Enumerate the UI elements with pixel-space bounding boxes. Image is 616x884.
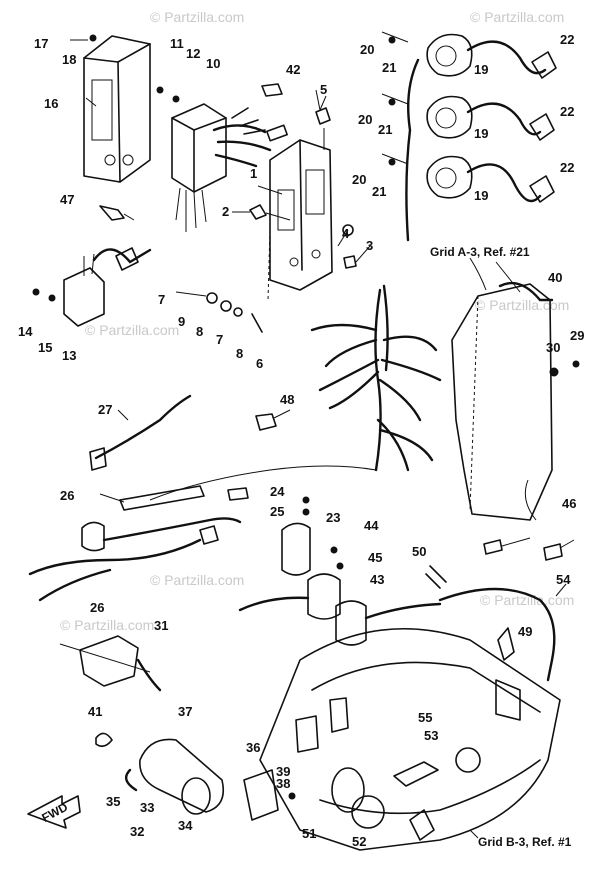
- callout-25: 25: [270, 504, 284, 519]
- callout-19: 19: [474, 126, 488, 141]
- watermark: © Partzilla.com: [85, 322, 179, 338]
- callout-8: 8: [196, 324, 203, 339]
- callout-22: 22: [560, 32, 574, 47]
- callout-43: 43: [370, 572, 384, 587]
- part-callouts: 17 18 16 11 12 10 42 5 1 2 4 3 47 7 9 8 …: [18, 32, 584, 849]
- callout-54: 54: [556, 572, 571, 587]
- watermark: © Partzilla.com: [60, 617, 154, 633]
- small-hardware: [206, 292, 263, 333]
- leader-lines: [70, 39, 567, 839]
- callout-34: 34: [178, 818, 193, 833]
- callout-55: 55: [418, 710, 432, 725]
- callout-48: 48: [280, 392, 294, 407]
- callout-35: 35: [106, 794, 120, 809]
- rectifier-assembly: [32, 83, 283, 327]
- callout-41: 41: [88, 704, 102, 719]
- watermark-layer: © Partzilla.com © Partzilla.com © Partzi…: [60, 9, 574, 633]
- callout-39: 39: [276, 764, 290, 779]
- grid-a-reference-panel: [451, 261, 580, 521]
- callout-11: 11: [170, 36, 184, 51]
- forward-direction-arrow: FWD: [27, 795, 81, 829]
- callout-3: 3: [366, 238, 373, 253]
- callout-10: 10: [206, 56, 220, 71]
- fwd-label: FWD: [39, 800, 70, 825]
- watermark: © Partzilla.com: [475, 297, 569, 313]
- watermark: © Partzilla.com: [480, 592, 574, 608]
- mounting-plate: [249, 107, 357, 301]
- callout-1: 1: [250, 166, 257, 181]
- relay-switches: [238, 496, 442, 646]
- callout-46: 46: [562, 496, 576, 511]
- callout-7: 7: [216, 332, 223, 347]
- callout-5: 5: [320, 82, 327, 97]
- callout-37: 37: [178, 704, 192, 719]
- callout-21: 21: [382, 60, 396, 75]
- callout-42: 42: [286, 62, 300, 77]
- callout-19: 19: [474, 188, 488, 203]
- callout-8: 8: [236, 346, 243, 361]
- callout-29: 29: [570, 328, 584, 343]
- callout-20: 20: [360, 42, 374, 57]
- callout-51: 51: [302, 826, 316, 841]
- leads-and-cables: [28, 394, 249, 602]
- callout-15: 15: [38, 340, 52, 355]
- callout-18: 18: [62, 52, 76, 67]
- callout-45: 45: [368, 550, 382, 565]
- watermark: © Partzilla.com: [150, 9, 244, 25]
- misc-connectors: [425, 537, 575, 661]
- callout-21: 21: [378, 122, 392, 137]
- callout-9: 9: [178, 314, 185, 329]
- callout-6: 6: [256, 356, 263, 371]
- callout-26: 26: [90, 600, 104, 615]
- wire-harness: [149, 284, 442, 501]
- watermark: © Partzilla.com: [150, 572, 244, 588]
- callout-32: 32: [130, 824, 144, 839]
- callout-20: 20: [358, 112, 372, 127]
- callout-22: 22: [560, 160, 574, 175]
- callout-33: 33: [140, 800, 154, 815]
- callout-30: 30: [546, 340, 560, 355]
- callout-4: 4: [342, 226, 350, 241]
- callout-21: 21: [372, 184, 386, 199]
- starter-assembly: [95, 697, 385, 829]
- grid-a-reference: Grid A-3, Ref. #21: [430, 245, 530, 259]
- ignition-coils: [381, 31, 557, 242]
- callout-12: 12: [186, 46, 200, 61]
- bottom-cowling: [259, 587, 561, 851]
- callout-26: 26: [60, 488, 74, 503]
- callout-20: 20: [352, 172, 366, 187]
- callout-31: 31: [154, 618, 168, 633]
- callout-24: 24: [270, 484, 285, 499]
- callout-14: 14: [18, 324, 33, 339]
- callout-22: 22: [560, 104, 574, 119]
- callout-19: 19: [474, 62, 488, 77]
- callout-23: 23: [326, 510, 340, 525]
- callout-7: 7: [158, 292, 165, 307]
- grid-b-reference: Grid B-3, Ref. #1: [478, 835, 572, 849]
- callout-36: 36: [246, 740, 260, 755]
- callout-49: 49: [518, 624, 532, 639]
- watermark: © Partzilla.com: [470, 9, 564, 25]
- callout-38: 38: [276, 776, 290, 791]
- callout-40: 40: [548, 270, 562, 285]
- callout-52: 52: [352, 834, 366, 849]
- bracket-assembly: [59, 635, 162, 692]
- callout-13: 13: [62, 348, 76, 363]
- callout-16: 16: [44, 96, 58, 111]
- callout-53: 53: [424, 728, 438, 743]
- callout-44: 44: [364, 518, 379, 533]
- callout-27: 27: [98, 402, 112, 417]
- cdi-unit: [171, 103, 288, 232]
- callout-47: 47: [60, 192, 74, 207]
- callout-2: 2: [222, 204, 229, 219]
- ignition-cover-assembly: [83, 34, 180, 183]
- callout-17: 17: [34, 36, 48, 51]
- callout-50: 50: [412, 544, 426, 559]
